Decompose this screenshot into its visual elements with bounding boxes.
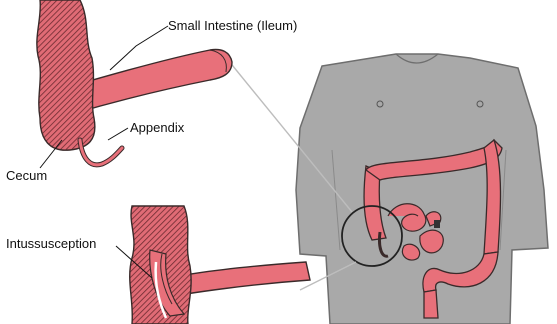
bottom-inset — [130, 206, 310, 324]
small-intestine-tube — [72, 50, 232, 115]
label-small-intestine: Small Intestine (Ileum) — [168, 18, 297, 33]
label-intussusception: Intussusception — [6, 236, 96, 251]
label-appendix: Appendix — [130, 120, 185, 135]
cecum-body — [37, 0, 95, 150]
label-cecum: Cecum — [6, 168, 47, 183]
dark-marker — [434, 220, 440, 228]
